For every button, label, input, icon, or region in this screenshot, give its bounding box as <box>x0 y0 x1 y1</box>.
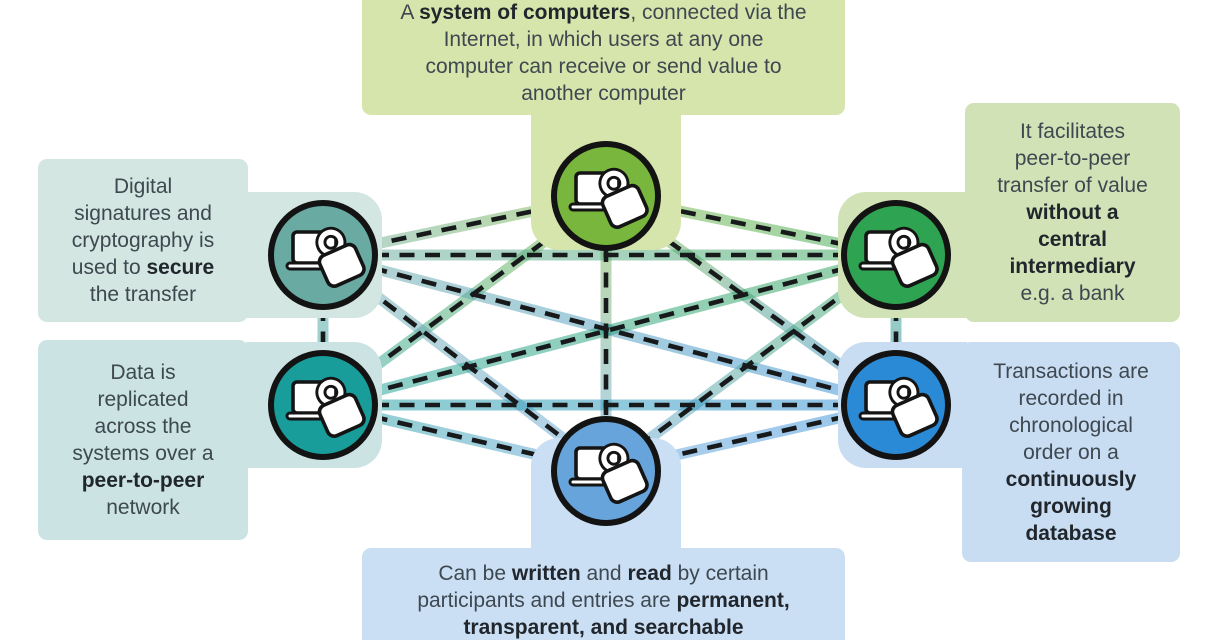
callout-text: A <box>400 1 420 24</box>
callout-text-line: A system of computers, connected via the <box>400 0 806 26</box>
callout-text-line: across the <box>95 413 192 440</box>
callout-text: the transfer <box>89 283 197 306</box>
callout-text-line: database <box>1025 520 1116 547</box>
callout-text-line: order on a <box>1023 439 1119 466</box>
callout-text-line: Digital <box>114 173 172 200</box>
callout-text-line: It facilitates <box>1020 118 1125 145</box>
callout-text: cryptography is <box>71 229 215 252</box>
callout-text-line: peer-to-peer <box>82 467 205 494</box>
callout-text-line: participants and entries are permanent, <box>417 587 789 614</box>
callout-text: computer can receive or send value to <box>425 55 782 78</box>
callout-no-central-intermediary: It facilitates peer-to-peer transfer of va… <box>965 103 1180 322</box>
node-top-center <box>551 141 661 251</box>
callout-text: Data is <box>110 361 176 384</box>
callout-text-line: e.g. a bank <box>1021 280 1125 307</box>
callout-text: e.g. a bank <box>1020 282 1125 305</box>
callout-text-line: signatures and <box>74 200 212 227</box>
callout-text-line: systems over a <box>72 440 213 467</box>
callout-text-bold: read <box>627 562 672 585</box>
node-bottom-center <box>551 416 661 526</box>
callout-text-line: replicated <box>97 386 188 413</box>
callout-text-bold: peer-to-peer <box>81 469 205 492</box>
callout-text-line: Internet, in which users at any one <box>444 26 764 53</box>
callout-text: and <box>580 562 628 585</box>
callout-text-line: peer-to-peer <box>1015 145 1131 172</box>
edge-dash-top-left--bottom-right <box>322 252 897 408</box>
callout-text-line: Transactions are <box>993 358 1149 385</box>
node-top-right <box>841 200 951 310</box>
callout-text-line: Can be written and read by certain <box>438 560 768 587</box>
callout-text-bold: system of computers <box>419 1 631 24</box>
callout-text: Transactions are <box>993 359 1149 383</box>
callout-replicated-peer-to-peer: Data is replicated across the systems over … <box>38 340 248 540</box>
callout-text: chronological <box>1009 413 1133 437</box>
callout-text-bold: database <box>1025 521 1117 545</box>
callout-text-line: continuously <box>1006 466 1137 493</box>
callout-text-line: intermediary <box>1009 253 1135 280</box>
callout-text-line: another computer <box>521 80 686 107</box>
callout-text-line: recorded in <box>1018 385 1123 412</box>
callout-text: participants and entries are <box>417 589 677 612</box>
callout-text-line: network <box>106 494 180 521</box>
callout-text-bold: transparent, and searchable <box>463 616 744 639</box>
callout-text-line: computer can receive or send value to <box>425 53 781 80</box>
callout-text-line: chronological <box>1009 412 1133 439</box>
callout-text-line: central <box>1038 226 1107 253</box>
callout-text: replicated <box>97 388 189 411</box>
callout-text-bold: continuously <box>1005 467 1137 491</box>
callout-text-line: Data is <box>110 359 175 386</box>
callout-text: Digital <box>113 175 173 198</box>
callout-text-line: transparent, and searchable <box>463 614 743 640</box>
callout-system-of-computers: A system of computers, connected via the… <box>362 0 845 115</box>
node-bottom-right <box>841 350 951 460</box>
callout-text: , connected via the <box>630 1 807 24</box>
callout-text: by certain <box>671 562 769 585</box>
callout-text-line: without a <box>1026 199 1118 226</box>
callout-text: Internet, in which users at any one <box>443 28 764 51</box>
callout-text-bold: permanent, <box>676 589 790 612</box>
callout-text-bold: without a <box>1026 201 1119 224</box>
callout-text: systems over a <box>72 442 214 465</box>
callout-text-bold: written <box>511 562 581 585</box>
callout-growing-database: Transactions are recorded in chronological… <box>962 342 1180 562</box>
callout-text: peer-to-peer <box>1014 147 1131 170</box>
callout-text: order on a <box>1023 440 1119 464</box>
callout-text: It facilitates <box>1019 120 1126 143</box>
callout-text-line: used to secure <box>72 254 214 281</box>
callout-text: signatures and <box>74 202 212 225</box>
callout-text-bold: central <box>1038 228 1107 251</box>
callout-text-line: cryptography is <box>72 227 214 254</box>
node-mid-left <box>268 350 378 460</box>
callout-text-line: the transfer <box>90 281 196 308</box>
callout-text-line: growing <box>1030 493 1112 520</box>
callout-text: recorded in <box>1018 386 1124 410</box>
callout-text-line: transfer of value <box>997 172 1148 199</box>
callout-text: transfer of value <box>997 174 1148 197</box>
callout-text: across the <box>94 415 192 438</box>
callout-text: Can be <box>438 562 512 585</box>
node-top-left <box>268 200 378 310</box>
callout-text-bold: secure <box>146 256 215 279</box>
callout-text: network <box>106 496 180 519</box>
callout-text: another computer <box>521 82 686 105</box>
callout-text-bold: intermediary <box>1009 255 1136 278</box>
edge-dash-top-right--mid-left <box>322 252 897 408</box>
callout-text: used to <box>71 256 147 279</box>
nodes-group <box>268 141 951 526</box>
callout-text-bold: growing <box>1030 494 1112 518</box>
